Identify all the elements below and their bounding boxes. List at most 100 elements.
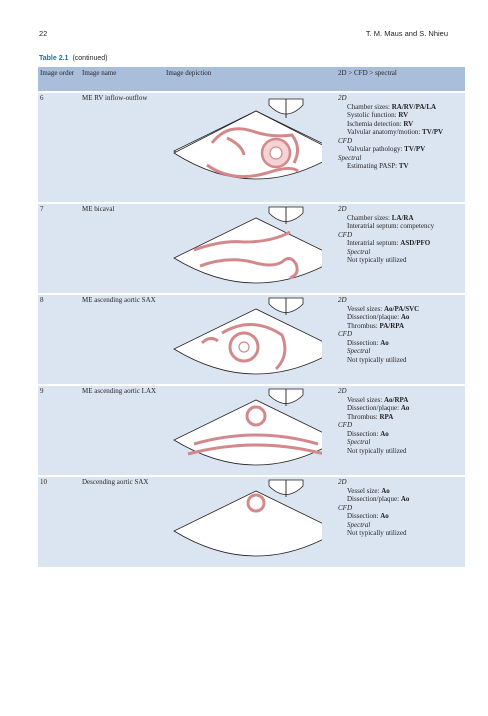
modality-item-label: Not typically utilized: [347, 446, 407, 455]
modality-heading: Spectral: [338, 153, 362, 162]
modality-item: Dissection/plaque: Ao: [338, 404, 463, 413]
image-order-cell: 7: [38, 202, 80, 294]
image-order-cell: 6: [38, 91, 80, 203]
modality-item: Interatrial septum: competency: [338, 222, 463, 231]
modality-item: Vessel sizes: Ao/RPA: [338, 396, 463, 405]
modality-item: Systolic function: RV: [338, 111, 463, 120]
image-depiction-cell: [164, 293, 336, 385]
modality-item: Estimating PASP: TV: [338, 162, 463, 171]
image-depiction-cell: [164, 384, 336, 476]
modality-item: Chamber sizes: LA/RA: [338, 214, 463, 223]
modality-heading: CFD: [338, 136, 352, 145]
column-header-image-order: Image order: [38, 67, 80, 92]
modality-item-label: Not typically utilized: [347, 355, 407, 364]
modality-item: Dissection: Ao: [338, 512, 463, 521]
modality-item-label: Dissection/plaque:: [347, 495, 401, 503]
modality-item: Vessel size: Ao: [338, 487, 463, 496]
modality-item: Thrombus: RPA: [338, 413, 463, 422]
image-order-cell: 9: [38, 384, 80, 476]
modality-item-label: Not typically utilized: [347, 256, 407, 264]
modality-item-label: Dissection:: [347, 338, 381, 347]
modality-item-label: Estimating PASP:: [347, 162, 399, 170]
modality-item-label: Valvular pathology:: [347, 145, 405, 153]
table-number: Table 2.1: [39, 55, 69, 62]
modality-item-label: Vessel sizes:: [347, 304, 384, 313]
modality-item-value: TV: [398, 162, 409, 170]
modality-heading: Spectral: [347, 347, 371, 355]
modality-item: Chamber sizes: RA/RV/PA/LA: [338, 103, 463, 112]
modality-item-label: Dissection:: [347, 512, 381, 520]
modality-item-value: Ao: [380, 338, 389, 347]
image-depiction-cell: [164, 202, 336, 294]
modality-heading: 2D: [338, 205, 347, 213]
modality-item-value: Ao/RPA: [383, 395, 409, 404]
modality-item-value: RPA: [379, 412, 394, 421]
modality-heading: 2D: [338, 296, 347, 304]
modality-heading: 2D: [338, 387, 347, 395]
modality-item: Dissection/plaque: Ao: [338, 313, 463, 322]
modality-item-label: Not typically utilized: [347, 529, 407, 537]
modality-heading: CFD: [338, 330, 352, 338]
modality-item: Not typically utilized: [338, 447, 463, 456]
modality-item-label: Dissection/plaque:: [347, 404, 401, 412]
modality-item: Not typically utilized: [338, 256, 463, 265]
modality-heading: CFD: [338, 503, 352, 512]
modality-item-label: Chamber sizes:: [347, 213, 392, 222]
modality-item-value: Ao: [380, 429, 389, 438]
running-header-authors: T. M. Maus and S. Nhieu: [365, 29, 448, 38]
modality-item-label: Thrombus:: [347, 321, 380, 330]
modality-heading: Spectral: [347, 520, 371, 529]
column-header-modalities: 2D > CFD > spectral: [336, 67, 465, 92]
modality-item: Dissection: Ao: [338, 339, 463, 348]
modality-item-label: Vessel sizes:: [347, 395, 384, 404]
modality-heading: Spectral: [347, 247, 371, 256]
modality-item-label: Dissection:: [347, 429, 381, 438]
image-name-cell: ME ascending aortic LAX: [80, 384, 164, 476]
modality-item: Valvular pathology: TV/PV: [338, 145, 463, 154]
ascending-aortic-sax-diagram: [173, 297, 322, 375]
modality-item: Thrombus: PA/RPA: [338, 322, 463, 331]
modality-item: Not typically utilized: [338, 356, 463, 365]
modality-heading: Spectral: [347, 438, 371, 446]
table-caption-text: (continued): [72, 55, 108, 62]
modality-item-value: Ao: [400, 495, 410, 503]
modality-item-value: RV: [403, 119, 414, 128]
modality-item-label: Chamber sizes:: [347, 102, 392, 111]
modality-item-label: Systolic function:: [347, 111, 399, 119]
modality-item-value: PA/RPA: [379, 321, 405, 330]
image-name-cell: Descending aortic SAX: [80, 475, 164, 567]
image-name-cell: ME bicaval: [80, 202, 164, 294]
modality-item-label: Interatrial septum:: [347, 239, 401, 247]
modality-item-value: Ao/PA/SVC: [383, 304, 420, 313]
modality-heading: 2D: [338, 478, 347, 486]
modality-item: Not typically utilized: [338, 529, 463, 538]
echo-views-table: Image order Image name Image depiction 2…: [38, 67, 465, 567]
modality-item-label: Interatrial septum: competency: [347, 222, 435, 230]
modality-item-value: Ao: [400, 313, 410, 321]
modality-item: Interatrial septum: ASD/PFO: [338, 239, 463, 248]
ascending-aortic-lax-diagram: [173, 388, 322, 466]
modality-item: Dissection: Ao: [338, 430, 463, 439]
modality-item-value: Ao: [381, 486, 390, 495]
image-order-cell: 10: [38, 475, 80, 567]
table-header-row: Image order Image name Image depiction 2…: [38, 67, 465, 92]
modality-item-label: Ischemia detection:: [347, 119, 404, 128]
modality-item-label: Vessel size:: [347, 486, 382, 495]
image-name-cell: ME RV inflow-outflow: [80, 91, 164, 203]
image-name-cell: ME ascending aortic SAX: [80, 293, 164, 385]
page-number: 22: [39, 29, 48, 38]
image-order-cell: 8: [38, 293, 80, 385]
modality-item-label: Dissection/plaque:: [347, 313, 401, 321]
modality-item-value: TV/PV: [422, 128, 444, 136]
modality-item-label: Thrombus:: [347, 412, 380, 421]
image-depiction-cell: [164, 91, 336, 203]
image-depiction-cell: [164, 475, 336, 567]
modality-item-value: ASD/PFO: [400, 239, 431, 247]
